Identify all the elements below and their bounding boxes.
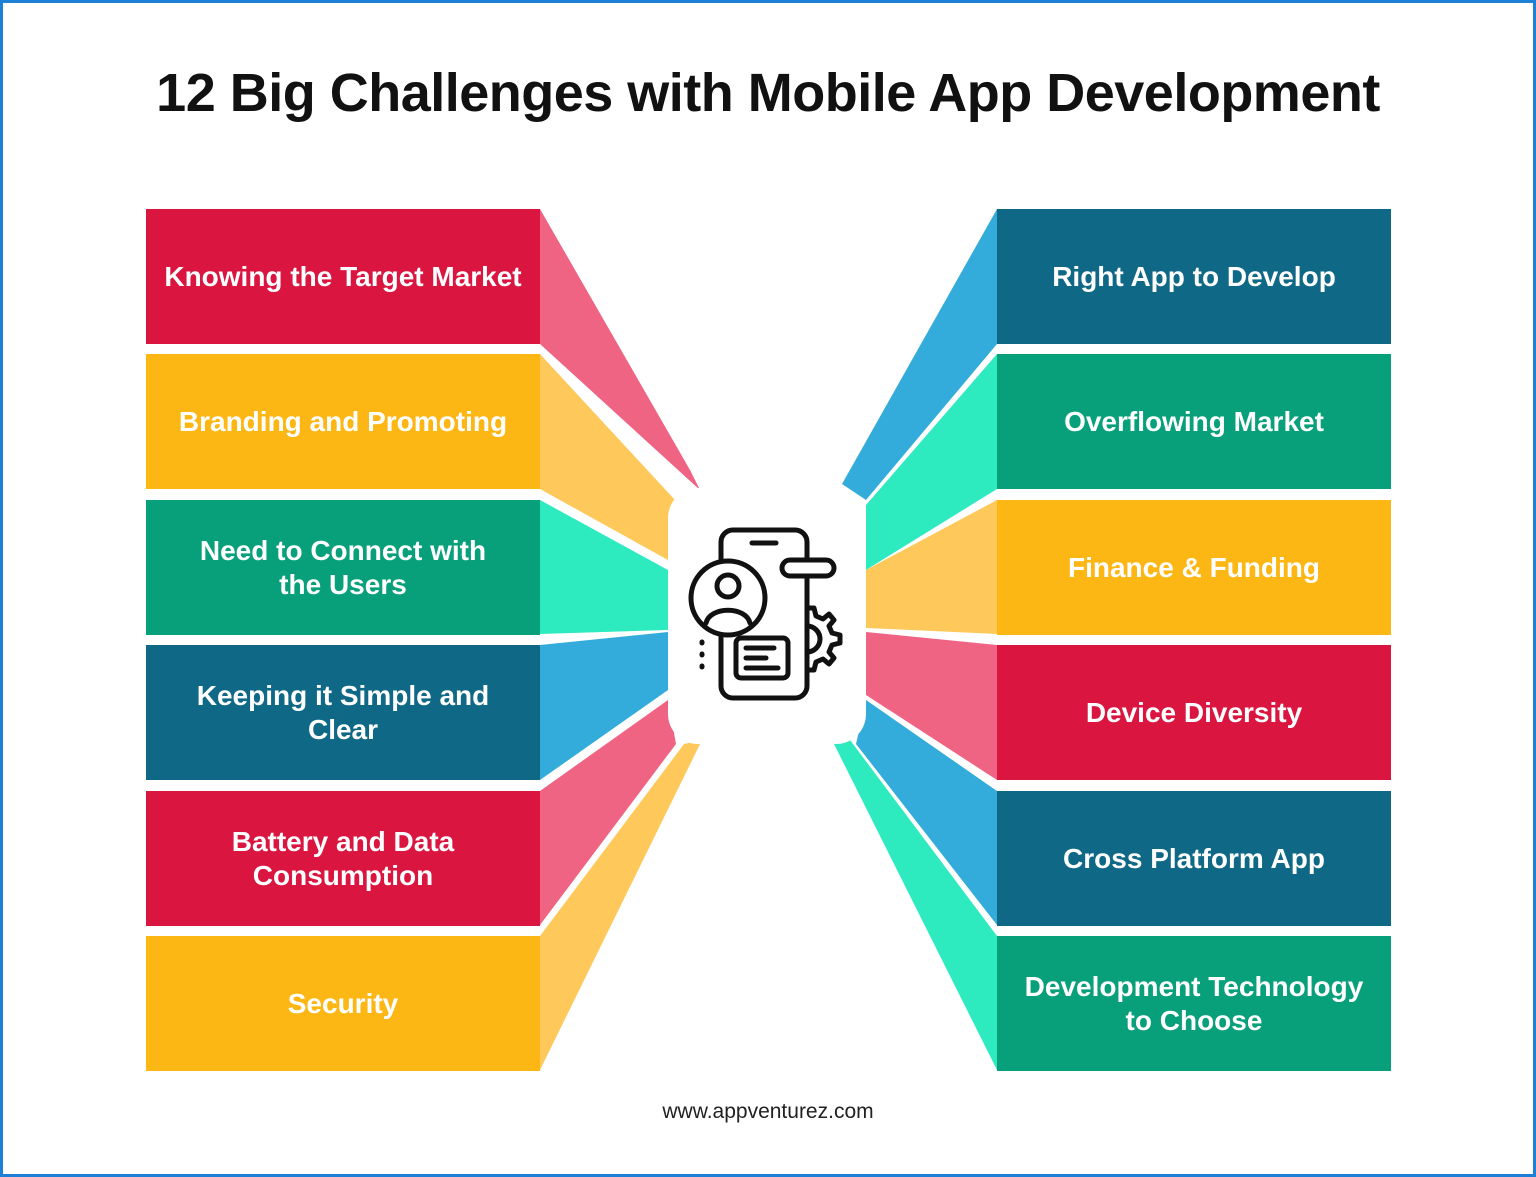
- mobile-user-settings-icon: [688, 527, 843, 701]
- challenge-development-technology-to-choose: Development Technology to Choose: [997, 936, 1391, 1071]
- right-ray-3: [866, 500, 997, 634]
- footer-url: www.appventurez.com: [662, 1100, 874, 1123]
- challenge-right-app-to-develop: Right App to Develop: [997, 209, 1391, 344]
- right-ray-2: [866, 354, 997, 570]
- right-ray-5: [856, 700, 997, 925]
- right-ray-6: [834, 740, 997, 1070]
- challenge-overflowing-market: Overflowing Market: [997, 354, 1391, 489]
- left-ray-1: [540, 209, 700, 490]
- right-ray-1: [842, 209, 997, 500]
- page-title: 12 Big Challenges with Mobile App Develo…: [156, 63, 1380, 123]
- challenge-finance-funding: Finance & Funding: [997, 500, 1391, 635]
- challenge-branding-and-promoting: Branding and Promoting: [146, 354, 540, 489]
- left-ray-3: [540, 500, 668, 634]
- center-hub: [668, 488, 866, 744]
- challenge-battery-and-data-consumption: Battery and Data Consumption: [146, 791, 540, 926]
- left-ray-4: [540, 632, 668, 780]
- right-ray-4: [866, 632, 997, 780]
- challenge-need-to-connect-with-the-users: Need to Connect with the Users: [146, 500, 540, 635]
- left-ray-2: [540, 354, 675, 560]
- left-ray-5: [540, 700, 676, 925]
- challenge-cross-platform-app: Cross Platform App: [997, 791, 1391, 926]
- left-ray-6: [540, 740, 702, 1070]
- challenge-keeping-it-simple-and-clear: Keeping it Simple and Clear: [146, 645, 540, 780]
- challenge-security: Security: [146, 936, 540, 1071]
- challenge-device-diversity: Device Diversity: [997, 645, 1391, 780]
- challenge-knowing-the-target-market: Knowing the Target Market: [146, 209, 540, 344]
